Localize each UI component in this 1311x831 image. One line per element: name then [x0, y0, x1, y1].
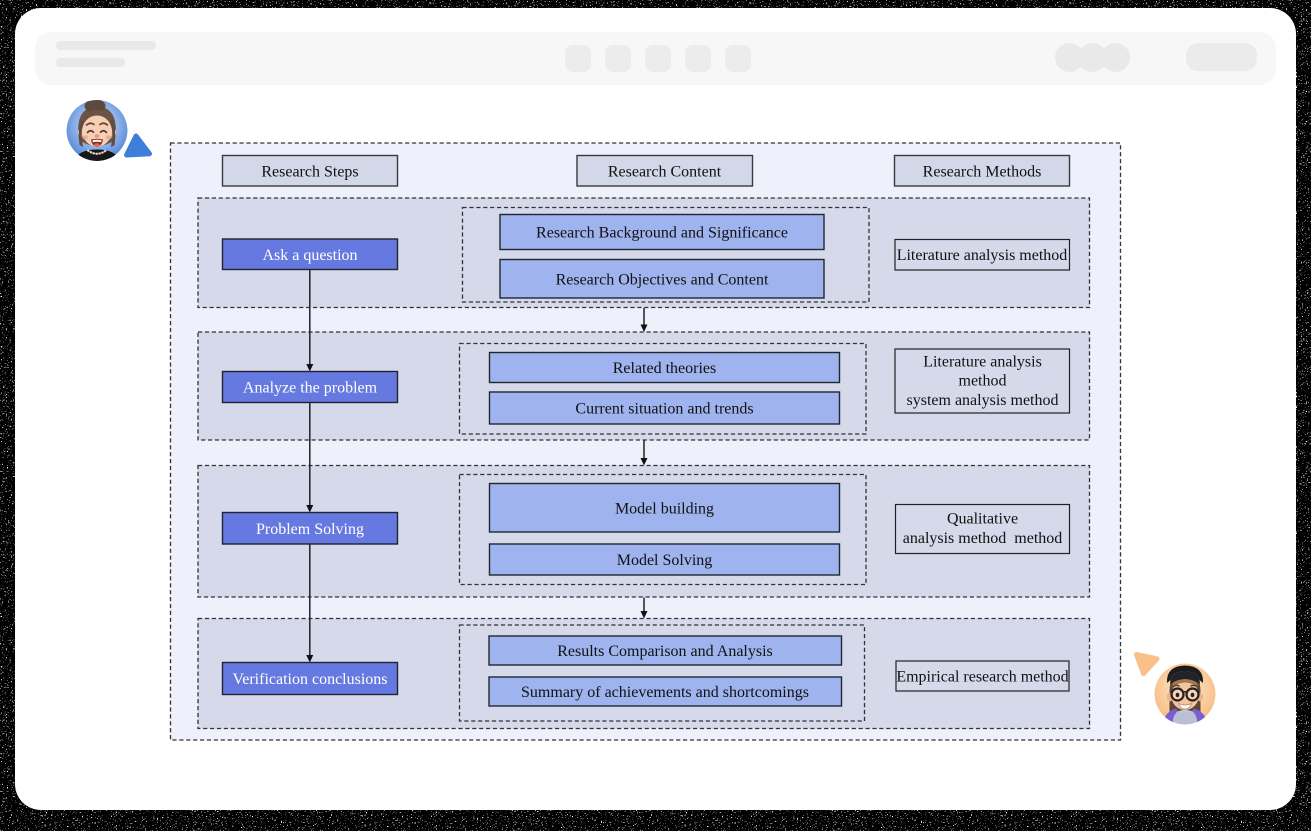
svg-text:Related theories: Related theories: [613, 360, 717, 377]
svg-text:Literature analysis: Literature analysis: [923, 354, 1042, 371]
svg-text:system analysis method: system analysis method: [907, 392, 1059, 409]
svg-text:Problem Solving: Problem Solving: [256, 521, 364, 538]
svg-text:Literature analysis method: Literature analysis method: [897, 247, 1068, 264]
svg-text:Qualitative: Qualitative: [947, 511, 1018, 528]
svg-text:Research Methods: Research Methods: [923, 164, 1042, 181]
svg-text:Research Background and Signif: Research Background and Significance: [536, 225, 788, 242]
svg-text:Current situation and trends: Current situation and trends: [575, 401, 753, 418]
svg-text:Summary of achievements and sh: Summary of achievements and shortcomings: [521, 684, 809, 701]
svg-text:Empirical research method: Empirical research method: [896, 669, 1068, 686]
svg-text:Research Objectives and Conten: Research Objectives and Content: [556, 272, 769, 289]
svg-text:Research Steps: Research Steps: [261, 164, 358, 181]
svg-text:Results Comparison and Analysi: Results Comparison and Analysis: [557, 643, 773, 660]
svg-text:Model building: Model building: [615, 501, 714, 518]
svg-text:method: method: [959, 373, 1007, 390]
svg-text:analysis method method: analysis method method: [903, 530, 1063, 547]
svg-text:Analyze the problem: Analyze the problem: [243, 380, 378, 397]
svg-text:Research Content: Research Content: [608, 164, 722, 181]
svg-text:Ask a question: Ask a question: [262, 247, 357, 264]
svg-text:Verification conclusions: Verification conclusions: [232, 671, 387, 688]
svg-text:Model Solving: Model Solving: [617, 552, 713, 569]
